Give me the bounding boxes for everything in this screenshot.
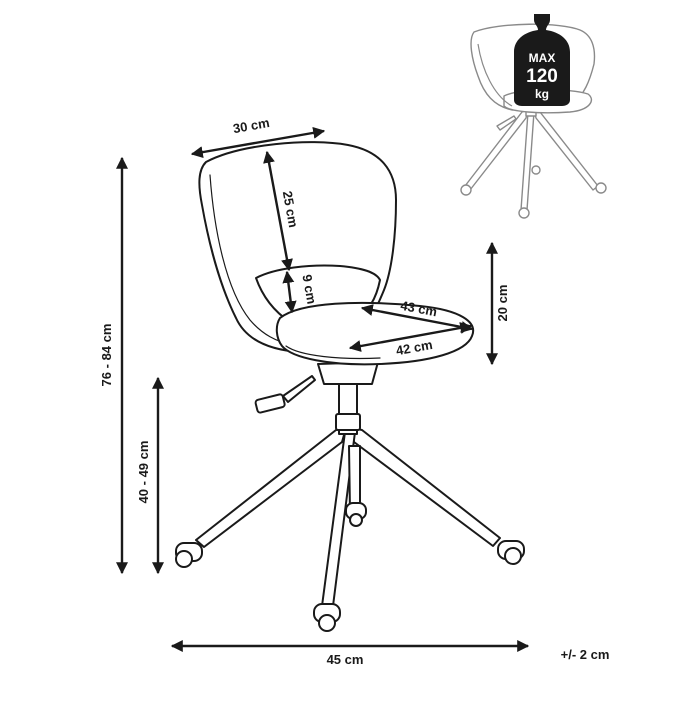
seat-width-label: 42 cm bbox=[395, 337, 434, 358]
seat-width-arrow bbox=[348, 322, 473, 352]
weight-icon: MAX 120 kg bbox=[514, 14, 570, 106]
backrest-height-label: 25 cm bbox=[280, 190, 301, 229]
backrest-height-arrow bbox=[263, 150, 293, 272]
caster-back bbox=[345, 502, 367, 527]
dimension-lines bbox=[116, 126, 530, 652]
gas-lift-column bbox=[335, 381, 361, 435]
caster-front bbox=[313, 603, 341, 632]
office-chair-drawing bbox=[175, 141, 525, 632]
caster-left bbox=[175, 542, 203, 568]
backrest-width-arrow bbox=[190, 126, 326, 159]
seat-cushion bbox=[275, 301, 475, 366]
shell-edge-line bbox=[209, 174, 297, 347]
height-lever bbox=[254, 375, 316, 414]
seat-depth-label: 43 cm bbox=[399, 298, 438, 320]
seat-thickness-label: 20 cm bbox=[495, 285, 510, 322]
caster-right bbox=[497, 540, 525, 565]
seat-height-label: 40 - 49 cm bbox=[136, 441, 151, 504]
seat-edge-line bbox=[285, 345, 381, 360]
weight-bottle-icon bbox=[514, 14, 570, 106]
max-load-thumbnail: MAX 120 kg bbox=[460, 14, 607, 219]
max-label: MAX bbox=[529, 51, 556, 65]
backrest-width-label: 30 cm bbox=[232, 115, 271, 136]
total-height-label: 76 - 84 cm bbox=[99, 324, 114, 387]
armrest-height-arrow bbox=[282, 270, 297, 314]
armrest-height-label: 9 cm bbox=[299, 273, 319, 305]
tilt-mechanism bbox=[317, 361, 379, 385]
max-load-value: 120 bbox=[526, 66, 558, 87]
chair-base bbox=[175, 427, 525, 632]
dimension-labels: 30 cm 25 cm 9 cm 43 cm 42 cm 20 cm 76 - … bbox=[99, 115, 609, 667]
tolerance-label: +/- 2 cm bbox=[561, 647, 610, 662]
base-width-label: 45 cm bbox=[327, 652, 364, 667]
max-load-unit: kg bbox=[535, 87, 549, 101]
